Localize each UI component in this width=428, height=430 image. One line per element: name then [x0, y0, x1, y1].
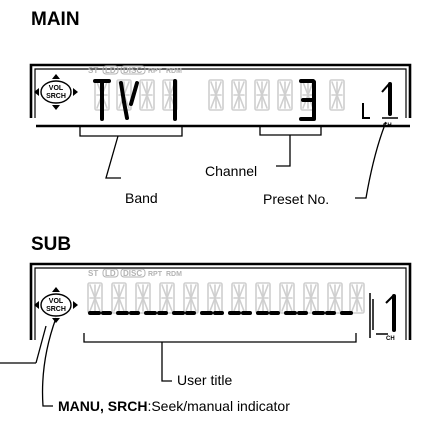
sub-srch-label: SRCH: [46, 306, 66, 313]
disc-indicator: DISC: [123, 66, 142, 75]
channel-segments: [299, 79, 316, 121]
sub-rdm-indicator: RDM: [166, 271, 182, 278]
sub-display: ST LD DISC RPT RDM VOL SRCH: [0, 262, 412, 407]
preset-label: Preset No.: [263, 191, 329, 207]
channel-label: Channel: [205, 163, 257, 179]
main-title: MAIN: [31, 9, 80, 30]
vol-label: VOL: [49, 85, 64, 92]
preset-segments: CH: [362, 82, 398, 129]
sub-vol-label: VOL: [49, 298, 64, 305]
st-indicator: ST: [88, 66, 98, 75]
sub-ld-indicator: LD: [105, 269, 116, 278]
seek-terms: MANU, SRCH: [58, 398, 147, 414]
sub-title: SUB: [31, 234, 71, 255]
seek-desc: :Seek/manual indicator: [147, 398, 290, 414]
sub-disc-indicator: DISC: [123, 269, 142, 278]
sub-rpt-indicator: RPT: [148, 271, 163, 278]
sub-st-indicator: ST: [88, 269, 98, 278]
srch-label: SRCH: [46, 93, 66, 100]
sub-ch-indicator: CH: [386, 336, 395, 342]
sub-preset-segments: CH: [369, 293, 396, 342]
user-title-label: User title: [177, 372, 232, 388]
main-display: ST LD DISC RPT RDM VOL SRCH: [29, 63, 412, 199]
rpt-indicator: RPT: [148, 68, 163, 75]
band-label: Band: [125, 190, 158, 206]
sub-vol-srch-icon: VOL SRCH: [34, 287, 78, 323]
band-segments: [93, 79, 177, 121]
seek-indicator-caption: MANU, SRCH:Seek/manual indicator: [58, 398, 290, 414]
ld-indicator: LD: [105, 66, 116, 75]
rdm-indicator: RDM: [166, 68, 182, 75]
ch-indicator: CH: [383, 123, 392, 129]
vol-srch-icon: VOL SRCH: [34, 74, 78, 110]
